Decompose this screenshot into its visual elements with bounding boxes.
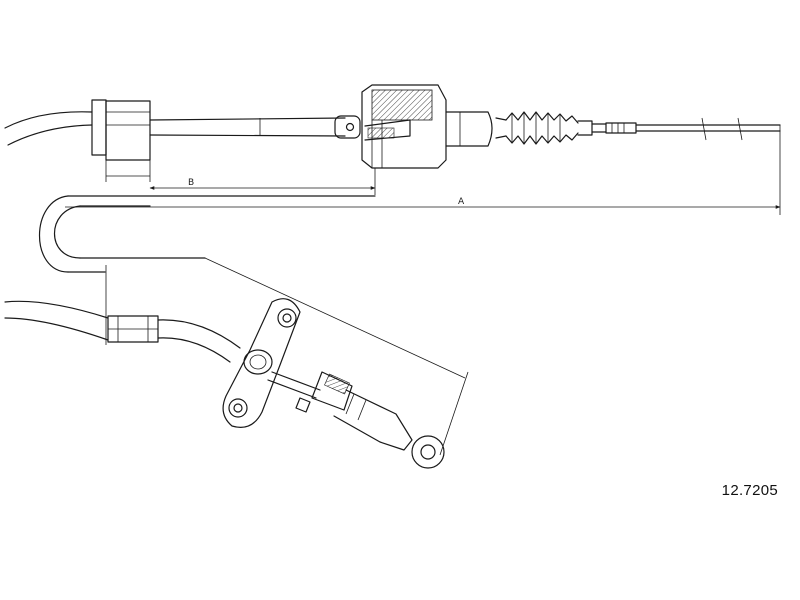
cable-sleeve-upper xyxy=(91,99,151,161)
lower-end-rod xyxy=(267,371,321,399)
lower-cable-housing xyxy=(157,319,241,363)
cable-sleeve-lower xyxy=(107,315,159,343)
adjuster-bracket xyxy=(361,84,493,169)
adjuster-eye xyxy=(334,115,361,139)
rubber-boot xyxy=(495,111,593,145)
cable-loop xyxy=(39,195,376,273)
dimension-a-diagonal xyxy=(204,257,469,456)
end-eyelet xyxy=(411,435,445,469)
mounting-flange xyxy=(222,298,301,428)
dimension-a: A xyxy=(65,125,781,215)
end-fitting xyxy=(295,371,413,451)
lower-cable-outer xyxy=(4,265,109,345)
dimension-b: B xyxy=(105,160,376,195)
inner-cable-rod xyxy=(591,117,781,141)
upper-cable-outer xyxy=(4,111,93,146)
upper-cable-housing xyxy=(149,117,346,137)
dimension-b-label: B xyxy=(188,178,194,188)
part-number-label: 12.7205 xyxy=(721,482,778,499)
dimension-a-label: A xyxy=(458,197,465,207)
